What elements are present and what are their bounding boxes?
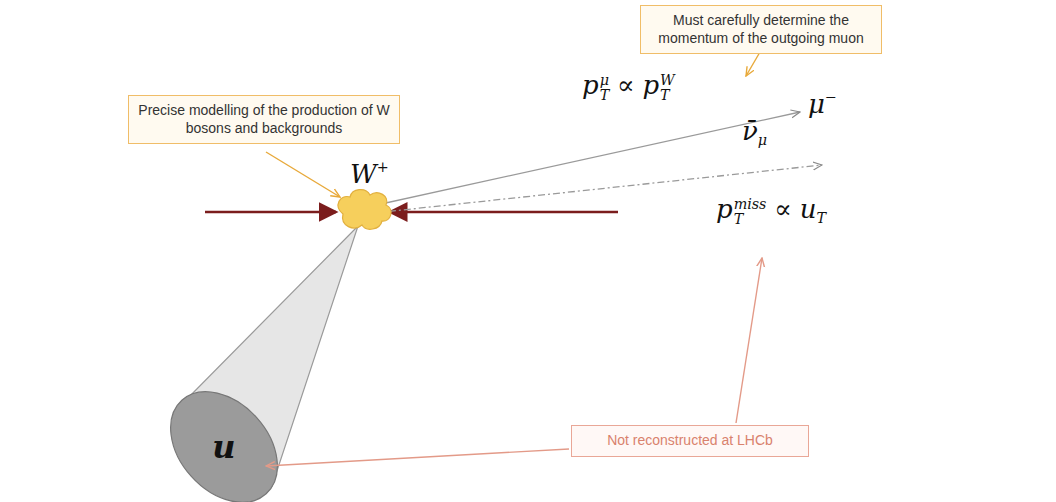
math-symbol: u xyxy=(212,428,235,466)
neutrino-track xyxy=(374,165,822,213)
math-label: μ− xyxy=(808,90,837,117)
math-label: W+ xyxy=(350,160,389,187)
math-symbol: ν̄ xyxy=(742,116,758,146)
callout-text: Not reconstructed at LHCb xyxy=(607,432,773,448)
index-stack: missT xyxy=(734,197,767,227)
leader-line xyxy=(266,449,569,466)
math-symbol: W xyxy=(350,159,377,189)
math-symbol: miss xyxy=(734,197,767,212)
leader-line xyxy=(746,52,760,76)
interaction-blob xyxy=(338,190,391,230)
math-label: pμT∝pWT xyxy=(582,72,675,102)
math-symbol: μ xyxy=(600,73,610,88)
jet-cone-base xyxy=(149,371,299,502)
callout-text: Precise modelling of the production of W… xyxy=(138,102,389,136)
math-symbol: T xyxy=(660,88,675,103)
muon-track xyxy=(372,112,800,206)
index-stack: WT xyxy=(660,73,675,103)
math-symbol: μ xyxy=(808,89,825,119)
index-stack: μT xyxy=(600,73,610,103)
callout-text: Must carefully determine the momentum of… xyxy=(658,12,863,46)
callout-box: Not reconstructed at LHCb xyxy=(571,425,809,457)
beam-arrow xyxy=(205,211,336,214)
math-symbol: − xyxy=(825,89,837,105)
math-symbol: μ xyxy=(758,132,767,148)
math-label: u xyxy=(212,431,235,463)
beam-arrow xyxy=(390,211,618,214)
leader-line xyxy=(736,258,762,423)
math-symbol: p xyxy=(716,194,733,224)
math-symbol: T xyxy=(600,88,610,103)
math-symbol: u xyxy=(800,194,817,224)
math-symbol: ∝ xyxy=(617,70,635,100)
callout-box: Must carefully determine the momentum of… xyxy=(640,5,882,54)
math-symbol: ∝ xyxy=(774,194,792,224)
math-symbol: T xyxy=(816,210,826,226)
math-symbol: p xyxy=(582,70,599,100)
math-label: ν̄μ xyxy=(742,118,767,147)
math-symbol: + xyxy=(377,159,389,175)
leader-line xyxy=(266,152,340,197)
math-symbol: W xyxy=(660,73,675,88)
math-label: pmissT∝uT xyxy=(716,196,826,226)
math-symbol: p xyxy=(642,70,659,100)
math-symbol: T xyxy=(734,212,767,227)
callout-box: Precise modelling of the production of W… xyxy=(128,95,400,144)
